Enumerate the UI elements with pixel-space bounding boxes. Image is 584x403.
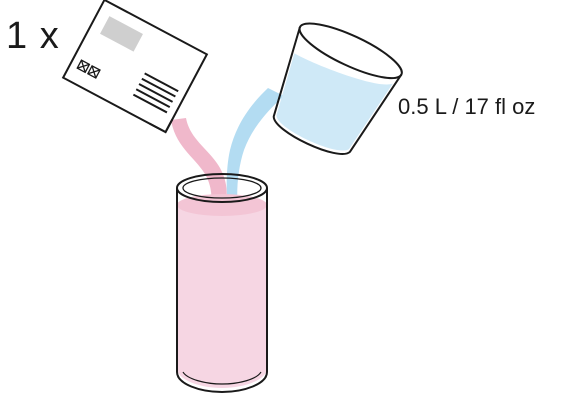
shaker-glass-icon <box>177 174 267 392</box>
measuring-cup-icon <box>257 14 408 168</box>
cup-water <box>264 41 393 163</box>
sachet-icon <box>63 0 207 132</box>
glass-liquid <box>177 204 267 388</box>
water-stream <box>227 88 284 210</box>
